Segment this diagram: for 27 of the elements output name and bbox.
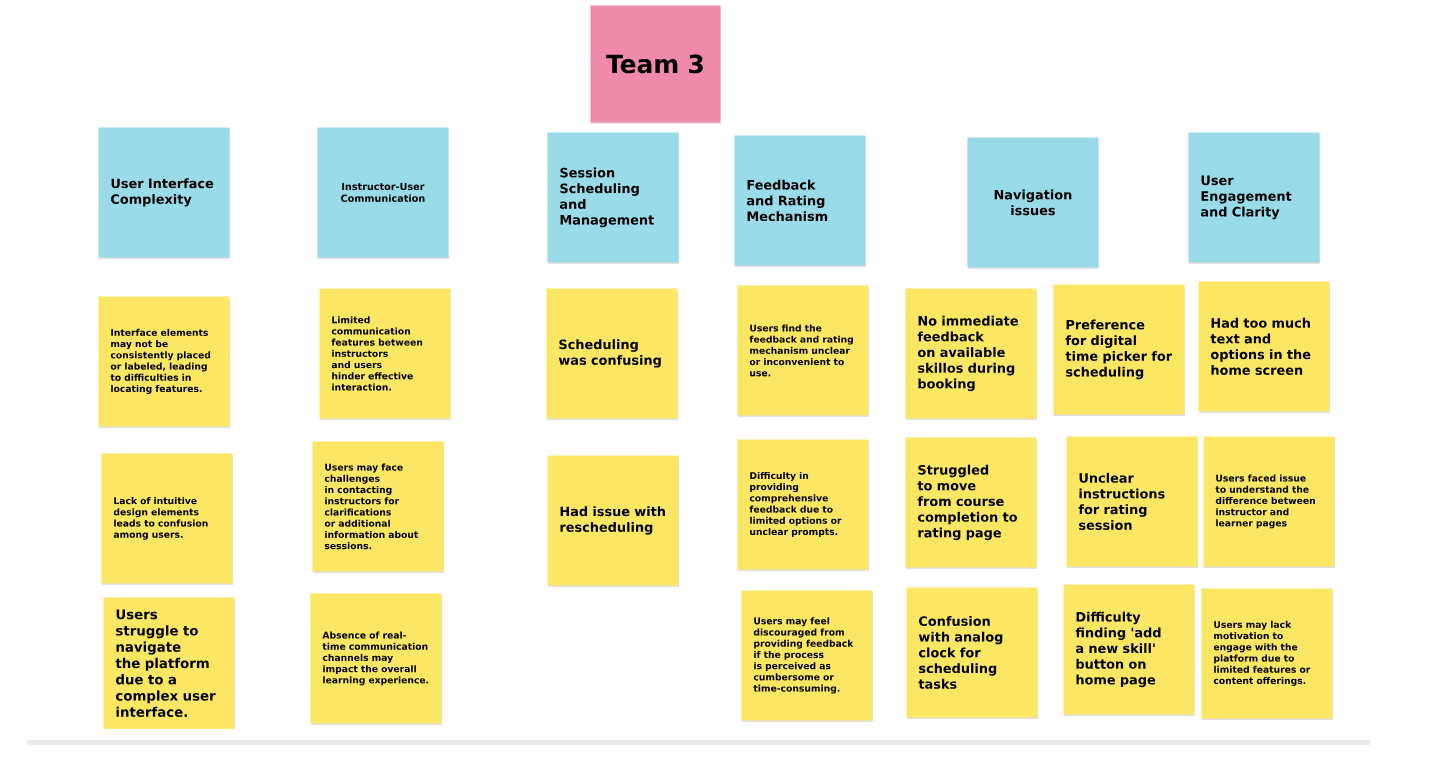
category-note: User Engagement and Clarity <box>1188 132 1320 264</box>
sticky-note: Scheduling was confusing <box>546 288 678 420</box>
sticky-note: Interface elements may not be consistently placed or labeled, leading to difficulties in locating features. <box>98 296 230 428</box>
sticky-note: Unclear instructions for rating session <box>1066 436 1198 568</box>
sticky-note: No immediate feedback on available skillos during booking <box>905 288 1037 420</box>
sticky-note: Absence of real-time communication channels may impact the overall learning experience. <box>310 593 442 725</box>
category-note: Navigation issues <box>967 137 1099 269</box>
sticky-note: Users find the feedback and rating mechanism unclear or inconvenient to use. <box>737 285 869 417</box>
sticky-note: Difficulty finding 'add a new skill' button on home page <box>1063 584 1195 716</box>
category-note: Instructor-User Communication <box>317 127 449 259</box>
title-note: Team 3 <box>590 5 721 124</box>
sticky-note: Had too much text and options in the home screen <box>1198 281 1330 413</box>
sticky-note: Limited communication features between instructors and users hinder effective interaction. <box>319 288 451 420</box>
sticky-note: Difficulty in providing comprehensive feedback due to limited options or unclear prompts. <box>737 439 869 571</box>
sticky-note: Users faced issue to understand the difference between instructor and learner pages <box>1203 436 1335 568</box>
category-note: User Interface Complexity <box>98 127 230 259</box>
sticky-note: Confusion with analog clock for scheduling tasks <box>906 587 1038 719</box>
sticky-note: Users struggle to navigate the platform due to a complex user interface. <box>103 597 235 729</box>
category-note: Session Scheduling and Management <box>547 132 679 264</box>
sticky-note: Had issue with rescheduling <box>547 455 679 587</box>
sticky-note: Struggled to move from course completion to rating page <box>905 437 1037 569</box>
category-note: Feedback and Rating Mechanism <box>734 135 866 267</box>
sticky-note: Lack of intuitive design elements leads to confusion among users. <box>101 453 233 585</box>
sticky-note: Preference for digital time picker for scheduling <box>1053 284 1185 416</box>
sticky-note: Users may lack motivation to engage with the platform due to limited features or content offerings. <box>1201 588 1333 720</box>
sticky-note: Users may feel discouraged from providing feedback if the process is perceived as cumbersome or time-consuming. <box>741 590 873 722</box>
sticky-note: Users may face challenges in contacting instructors for clarifications or additional information about sessions. <box>312 441 444 573</box>
